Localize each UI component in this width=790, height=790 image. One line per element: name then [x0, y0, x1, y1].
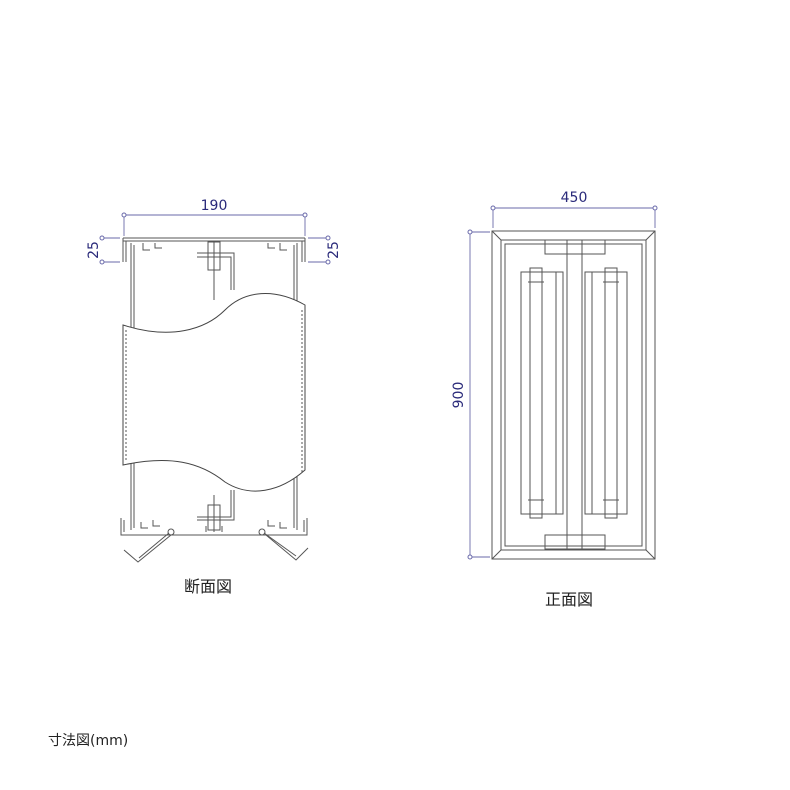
center-bolt-top	[197, 241, 235, 300]
wave-break	[122, 293, 306, 492]
section-view: 190 25 25	[86, 198, 342, 563]
dim-900-label: 900	[451, 382, 467, 409]
dim-25-left-label: 25	[86, 241, 102, 259]
dim-450-label: 450	[561, 190, 588, 206]
bottom-bracket	[544, 534, 606, 550]
front-view: 450 900	[451, 190, 658, 560]
dim-190	[121, 212, 308, 236]
right-lamp	[584, 267, 628, 519]
dim-450	[490, 205, 658, 228]
outer-frame	[491, 230, 656, 560]
left-lamp	[520, 267, 564, 519]
dim-25-right	[308, 235, 331, 265]
hidden-lines	[125, 310, 303, 472]
caption: 寸法図(mm)	[48, 733, 129, 749]
dim-25-right-label: 25	[326, 241, 342, 259]
section-view-label: 断面図	[184, 577, 233, 596]
dim-900	[467, 229, 490, 560]
top-bracket	[544, 239, 606, 255]
front-view-label: 正面図	[545, 590, 594, 609]
dim-190-label: 190	[201, 198, 228, 214]
dim-25-left	[99, 235, 120, 265]
center-bolt-bottom	[197, 490, 235, 532]
